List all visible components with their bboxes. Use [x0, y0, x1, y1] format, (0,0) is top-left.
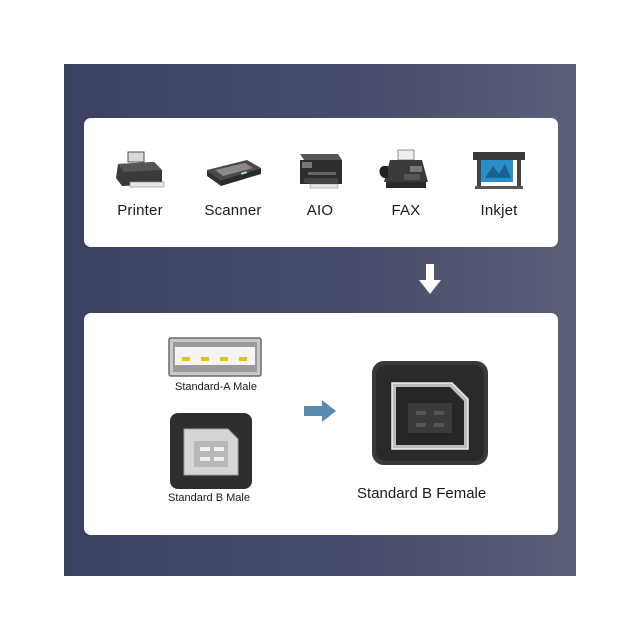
device-label: AIO: [306, 202, 334, 219]
device-label: Printer: [117, 202, 163, 219]
device-label: FAX: [391, 202, 421, 219]
type-b-male-label: Standard B Male: [168, 492, 250, 504]
type-b-female-label: Standard B Female: [357, 485, 487, 502]
device-label: Inkjet: [480, 202, 518, 219]
device-aio: AIO: [280, 148, 360, 219]
printer-icon: [116, 151, 165, 188]
scanner-icon: [207, 160, 261, 186]
wide-format-inkjet-icon: [473, 152, 525, 189]
fax-machine-icon: [379, 149, 428, 188]
device-label: Scanner: [204, 202, 262, 219]
usb-a-connector-icon: [168, 337, 262, 377]
arrow-right-icon: [304, 400, 336, 422]
usb-b-female-port-icon: [372, 361, 488, 465]
type-a-label: Standard-A Male: [175, 381, 257, 393]
device-fax: FAX: [366, 148, 446, 219]
arrow-down-icon: [419, 264, 441, 294]
usb-b-male-connector-icon: [170, 413, 252, 489]
device-printer: Printer: [100, 148, 180, 219]
device-inkjet: Inkjet: [459, 148, 539, 219]
all-in-one-printer-icon: [300, 154, 342, 189]
device-scanner: Scanner: [193, 148, 273, 219]
